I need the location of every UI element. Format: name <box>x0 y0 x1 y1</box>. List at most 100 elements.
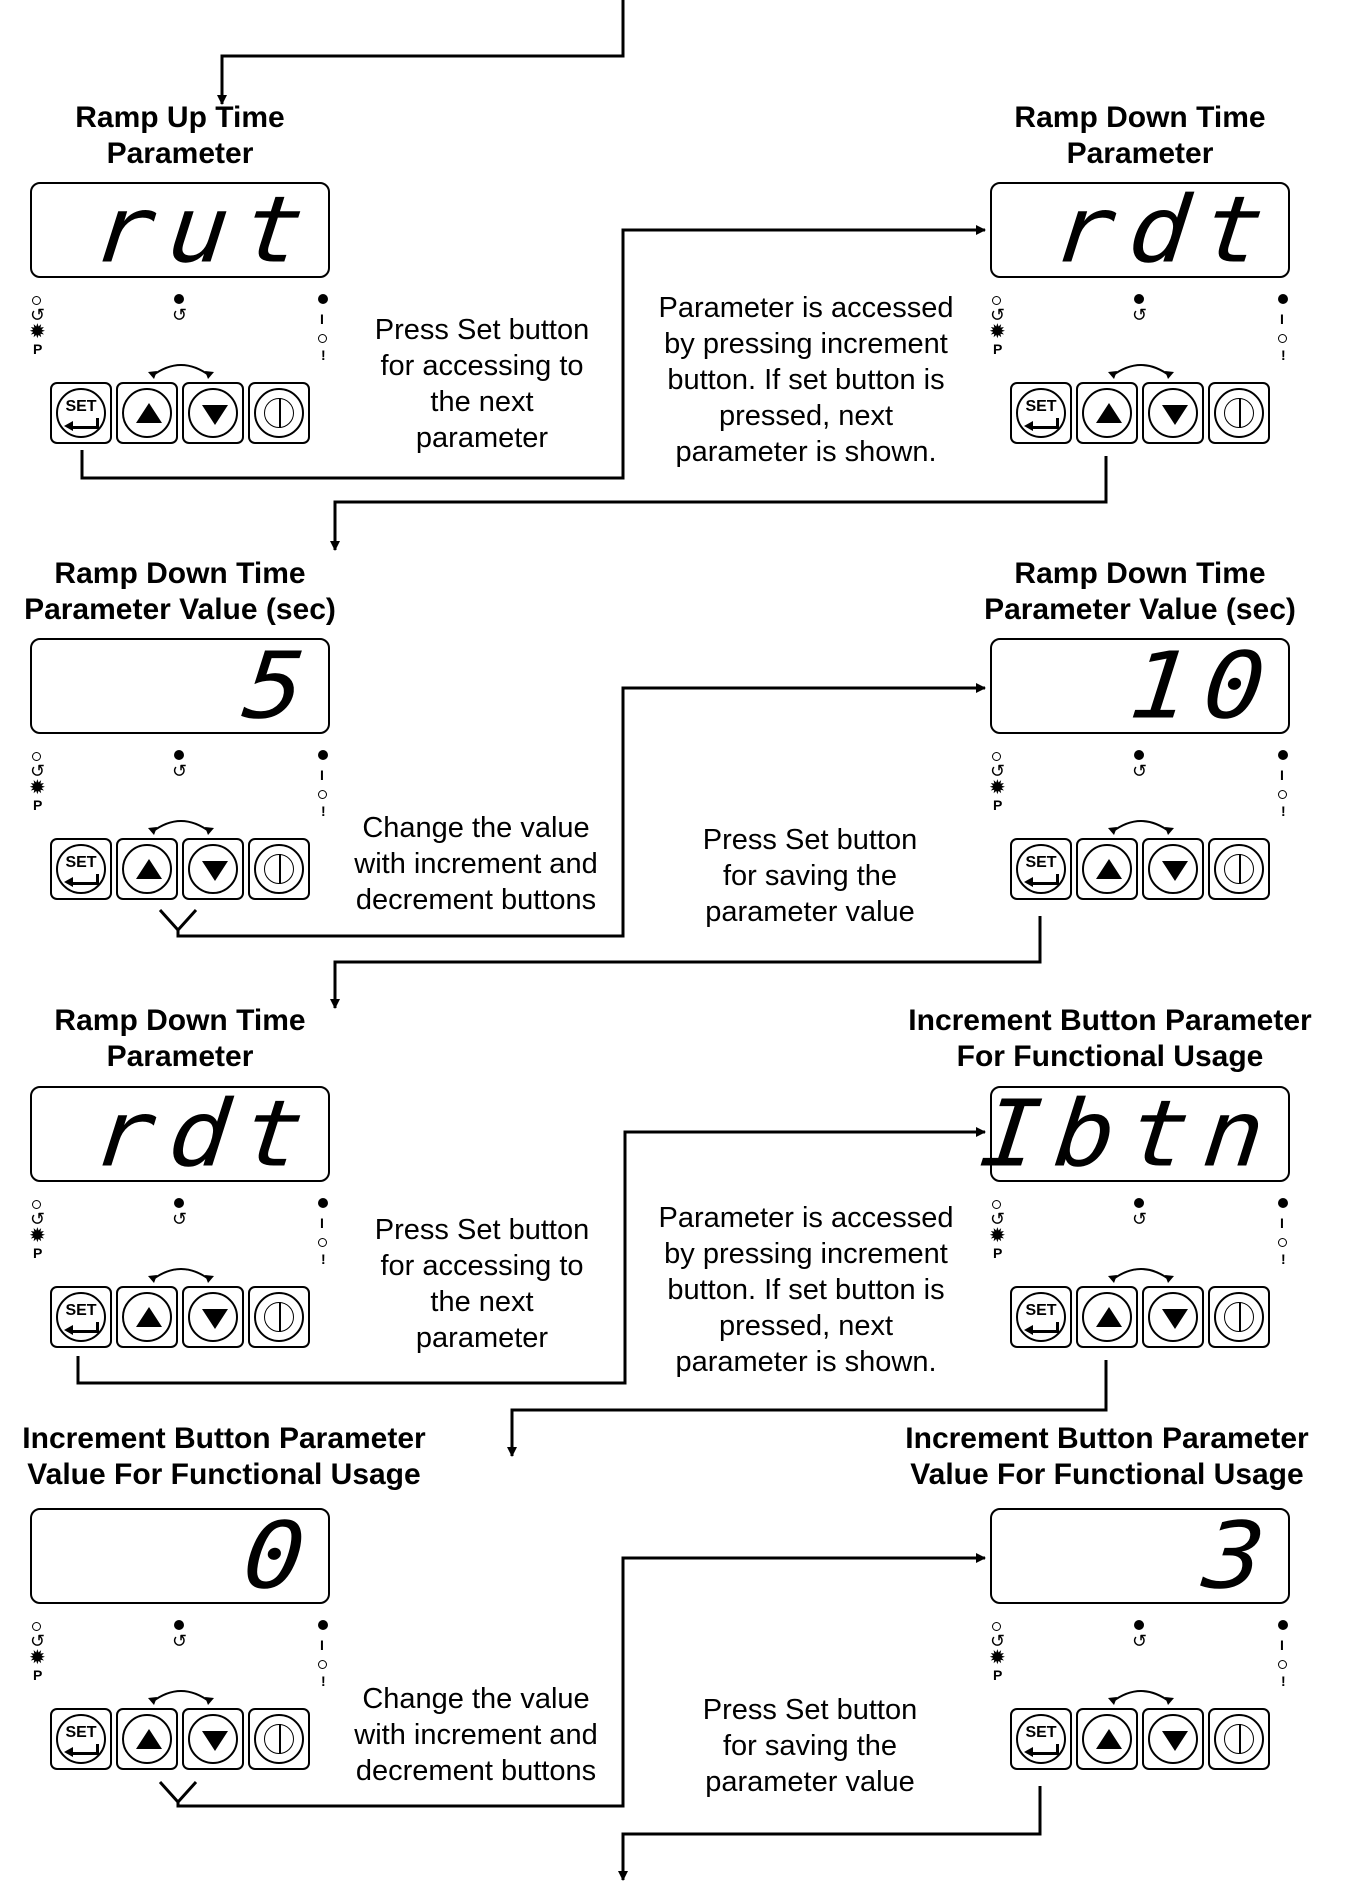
decrement-button[interactable] <box>182 838 244 900</box>
decrement-button[interactable] <box>1142 1286 1204 1348</box>
display-value: rut <box>89 175 324 284</box>
up-arrow-icon <box>136 403 162 423</box>
cycle-arrow-icon: ↺ <box>990 1209 1006 1229</box>
up-arrow-icon <box>1096 403 1122 423</box>
set-button-ring: SET <box>56 1292 106 1342</box>
increment-button-ring <box>122 1292 172 1342</box>
power-button-ring <box>254 844 304 894</box>
power-button-ring <box>254 1714 304 1764</box>
set-button-ring: SET <box>56 388 106 438</box>
set-button[interactable]: SET <box>1010 1708 1072 1770</box>
power-button[interactable] <box>1208 1708 1270 1770</box>
decrement-button[interactable] <box>182 1286 244 1348</box>
decrement-button-ring <box>1148 1292 1198 1342</box>
decrement-button[interactable] <box>182 382 244 444</box>
r4-right-set-to-exit <box>618 1786 1042 1881</box>
power-button-ring <box>1214 388 1264 438</box>
status-led-icon <box>174 1620 184 1630</box>
enter-arrow-icon <box>1024 1744 1059 1757</box>
controller-unit: Ibtn ↺ ✹ P ↺ I ! SET <box>976 1080 1346 1366</box>
alarm-label: ! <box>321 803 326 819</box>
cycle-led-icon <box>32 1200 41 1209</box>
increment-button-ring <box>1082 1714 1132 1764</box>
seven-segment-display: 3 <box>990 1502 1290 1609</box>
decrement-button[interactable] <box>1142 838 1204 900</box>
scroll-arrow-icon <box>1108 820 1174 835</box>
alarm-label: ! <box>1281 1251 1286 1267</box>
power-button[interactable] <box>248 382 310 444</box>
increment-button-ring <box>122 1714 172 1764</box>
output-led-icon <box>1278 750 1288 760</box>
increment-button-ring <box>122 388 172 438</box>
power-bar-icon <box>1239 1724 1241 1754</box>
seven-segment-display: rut <box>30 175 330 284</box>
set-button[interactable]: SET <box>50 382 112 444</box>
decrement-button-ring <box>188 1292 238 1342</box>
output-led-off-icon <box>318 790 327 799</box>
alarm-label: ! <box>321 347 326 363</box>
set-button-ring: SET <box>1016 1714 1066 1764</box>
set-button[interactable]: SET <box>1010 382 1072 444</box>
decrement-button[interactable] <box>182 1708 244 1770</box>
power-button[interactable] <box>248 838 310 900</box>
display-value: Ibtn <box>975 1079 1284 1188</box>
display-value: 10 <box>1123 631 1284 740</box>
set-button[interactable]: SET <box>1010 1286 1072 1348</box>
up-arrow-icon <box>1096 1307 1122 1327</box>
increment-button[interactable] <box>1076 382 1138 444</box>
set-button[interactable]: SET <box>50 1708 112 1770</box>
decrement-button[interactable] <box>1142 1708 1204 1770</box>
increment-button[interactable] <box>116 838 178 900</box>
alarm-label: ! <box>1281 1673 1286 1689</box>
program-label: P <box>33 797 43 813</box>
power-button[interactable] <box>1208 382 1270 444</box>
down-arrow-icon <box>202 1731 228 1751</box>
power-button[interactable] <box>248 1286 310 1348</box>
power-button[interactable] <box>1208 838 1270 900</box>
seven-segment-display: 0 <box>30 1502 330 1609</box>
up-arrow-icon <box>136 1307 162 1327</box>
status-led-icon <box>1134 1198 1144 1208</box>
output-led-icon <box>318 1198 328 1208</box>
increment-button[interactable] <box>1076 1286 1138 1348</box>
cycle-arrow-icon: ↺ <box>1132 1209 1148 1229</box>
cycle-arrow-icon: ↺ <box>1132 761 1148 781</box>
enter-arrow-icon <box>64 1744 99 1757</box>
r4-buttons-to-right <box>158 1558 985 1808</box>
power-button[interactable] <box>248 1708 310 1770</box>
power-bar-icon <box>1239 1302 1241 1332</box>
r2-right-set-to-row3 <box>330 916 1042 1009</box>
decrement-button[interactable] <box>1142 382 1204 444</box>
set-button-ring: SET <box>56 1714 106 1764</box>
set-label: SET <box>1025 1302 1057 1319</box>
power-bar-icon <box>1239 854 1241 884</box>
decrement-button-ring <box>188 844 238 894</box>
set-button[interactable]: SET <box>50 1286 112 1348</box>
enter-arrow-icon <box>1024 1322 1059 1335</box>
set-label: SET <box>1025 398 1057 415</box>
scroll-arrow-icon <box>1108 1690 1174 1705</box>
power-button-ring <box>254 1292 304 1342</box>
output-led-off-icon <box>1278 1238 1287 1247</box>
power-button[interactable] <box>1208 1286 1270 1348</box>
cycle-arrow-icon: ↺ <box>990 305 1006 325</box>
increment-button[interactable] <box>116 1286 178 1348</box>
display-value: 5 <box>238 631 324 740</box>
set-button[interactable]: SET <box>1010 838 1072 900</box>
up-arrow-icon <box>136 859 162 879</box>
increment-button[interactable] <box>1076 838 1138 900</box>
status-led-icon <box>1134 1620 1144 1630</box>
increment-button[interactable] <box>1076 1708 1138 1770</box>
program-label: P <box>33 1245 43 1261</box>
increment-button[interactable] <box>116 1708 178 1770</box>
set-button[interactable]: SET <box>50 838 112 900</box>
cycle-led-icon <box>32 1622 41 1631</box>
down-arrow-icon <box>202 861 228 881</box>
enter-arrow-icon <box>64 418 99 431</box>
increment-button[interactable] <box>116 382 178 444</box>
